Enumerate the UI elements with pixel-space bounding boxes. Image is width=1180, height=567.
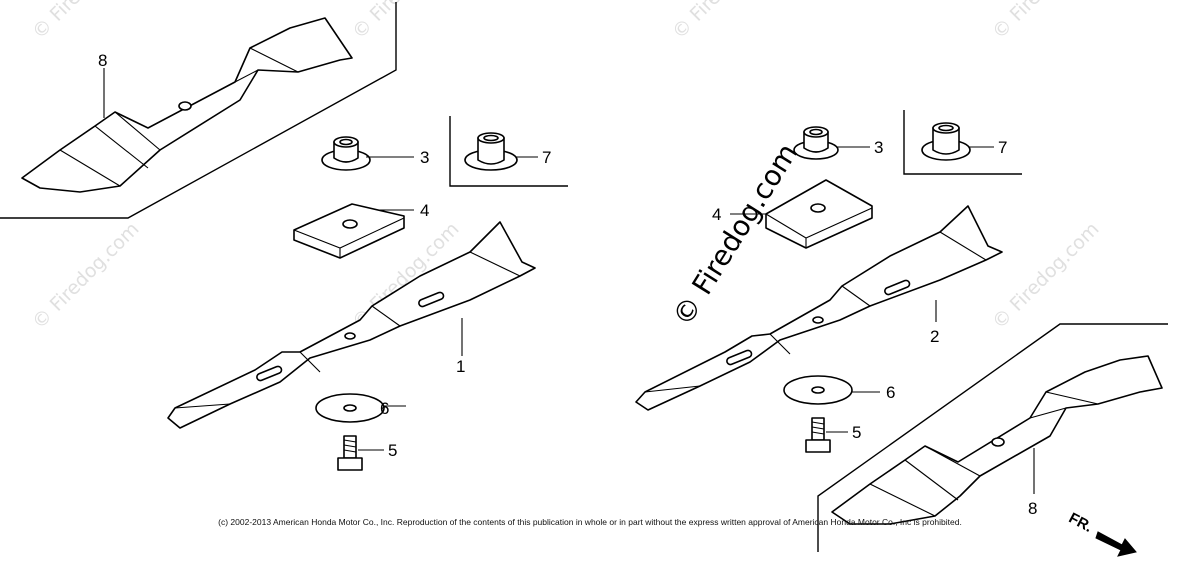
callout-left-upper-blade: 8: [98, 51, 107, 70]
left-upper-frame: [0, 2, 397, 219]
left-bushing-group: 7: [449, 116, 568, 187]
right-main-blade-slot-upper: [884, 279, 911, 296]
callout-left-bolt: 5: [388, 441, 397, 460]
left-nut-group: 3: [321, 136, 429, 171]
right-lower-blade-hole: [991, 437, 1005, 447]
copyright-notice: (c) 2002-2013 American Honda Motor Co., …: [218, 517, 962, 527]
right-washer-hole: [811, 386, 825, 394]
callout-left-washer: 6: [380, 399, 389, 418]
callout-left-main-blade: 1: [456, 357, 465, 376]
right-plate-hole: [810, 203, 826, 213]
left-bolt-group: 5: [337, 435, 397, 471]
left-upper-blade-crease: [59, 47, 299, 187]
watermark-mid-right: © Firedog.com: [988, 218, 1103, 333]
left-plate-top: [293, 203, 405, 259]
right-plate-group: 4: [712, 179, 873, 249]
left-bushing-hole: [483, 134, 499, 142]
callout-right-plate: 4: [712, 205, 721, 224]
right-bushing-body: [932, 127, 960, 155]
left-upper-blade-group: 8: [0, 2, 397, 219]
right-bushing-bracket: [903, 110, 1022, 175]
left-upper-blade-hole: [178, 101, 192, 111]
callout-right-bushing: 7: [998, 138, 1007, 157]
left-main-blade-crease: [174, 251, 521, 409]
watermark-layer: © Firedog.com © Firedog.com © Firedog.co…: [28, 0, 1103, 334]
left-bushing-body: [477, 137, 505, 165]
callout-right-main-blade: 2: [930, 327, 939, 346]
left-bolt-head: [337, 457, 363, 471]
left-bolt-threads: [343, 439, 357, 453]
left-plate-hole: [342, 219, 358, 229]
right-lower-blade-group: 8: [817, 323, 1168, 552]
callout-left-nut: 3: [420, 148, 429, 167]
watermark-top-center: © Firedog.com: [668, 0, 783, 44]
right-bushing-group: 7: [903, 110, 1022, 175]
callout-right-washer: 6: [886, 383, 895, 402]
left-washer-group: 6: [315, 393, 406, 423]
watermark-top-left: © Firedog.com: [28, 0, 143, 44]
right-lower-frame: [817, 323, 1168, 552]
right-bushing-hole: [938, 124, 954, 132]
right-plate-edge: [765, 207, 873, 248]
watermark-top-right: © Firedog.com: [988, 0, 1103, 44]
right-main-blade-group: 2: [635, 205, 1003, 411]
right-plate-top: [765, 179, 873, 249]
callout-right-lower-blade: 8: [1028, 499, 1037, 518]
right-main-blade-hole: [812, 316, 824, 324]
left-bushing-bracket: [449, 116, 568, 187]
callout-right-nut: 3: [874, 138, 883, 157]
callout-right-bolt: 5: [852, 423, 861, 442]
callout-left-plate: 4: [420, 201, 429, 220]
left-plate-edge: [293, 217, 405, 258]
right-main-blade-slot-lower: [726, 349, 753, 366]
right-nut-hole: [809, 128, 823, 136]
right-main-blade-crease: [644, 231, 987, 393]
right-washer-group: 6: [783, 375, 895, 405]
front-direction-arrow-icon: [1095, 531, 1137, 557]
left-main-blade-group: 1: [167, 221, 536, 429]
right-bolt-threads: [811, 421, 825, 435]
right-bolt-group: 5: [805, 417, 861, 453]
watermark-top-mid: © Firedog.com: [348, 0, 463, 44]
right-bolt-head: [805, 439, 831, 453]
left-washer-hole: [343, 404, 357, 412]
watermark-mid-left: © Firedog.com: [28, 218, 143, 333]
callout-left-bushing: 7: [542, 148, 551, 167]
right-nut-group: 3: [793, 126, 883, 160]
left-plate-group: 4: [293, 201, 429, 259]
left-nut-hole: [339, 138, 353, 146]
left-main-blade-hole: [344, 332, 356, 340]
left-upper-blade: [21, 17, 353, 193]
left-main-blade-slot-upper: [418, 291, 445, 308]
left-main-blade-slot-lower: [256, 365, 283, 382]
right-lower-blade-crease: [869, 391, 1099, 517]
